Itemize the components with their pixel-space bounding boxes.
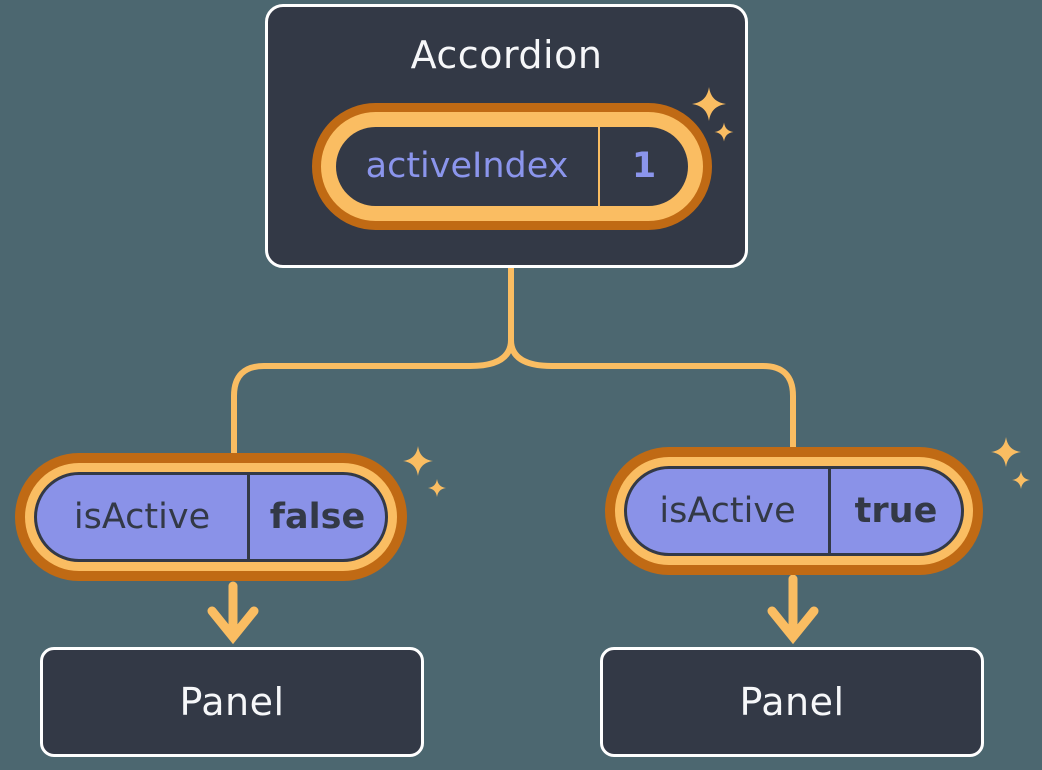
pill-divider — [247, 475, 250, 559]
sparkle-icon — [403, 446, 433, 476]
prop-name-label: isActive — [73, 496, 211, 537]
sparkle-icon — [428, 479, 446, 497]
connector-root-to-right — [508, 267, 796, 450]
prop-pill-core: isActive true — [624, 466, 964, 556]
panel-title: Panel — [739, 680, 845, 724]
prop-pill-right: isActive true — [605, 447, 983, 575]
pill-divider — [828, 469, 831, 553]
panel-box-right: Panel — [600, 647, 984, 757]
panel-box-left: Panel — [40, 647, 424, 757]
connector-root-to-left — [231, 267, 514, 456]
state-pill: activeIndex 1 — [312, 103, 712, 230]
state-name-label: activeIndex — [365, 146, 569, 186]
prop-name-label: isActive — [659, 490, 796, 531]
state-pill-core: activeIndex 1 — [336, 127, 688, 206]
arrow-down-icon — [767, 574, 819, 645]
prop-value-label: true — [854, 490, 938, 531]
prop-pill-core: isActive false — [34, 472, 388, 562]
accordion-component-box: Accordion activeIndex 1 — [265, 4, 748, 268]
prop-pill-left: isActive false — [15, 453, 407, 581]
accordion-title: Accordion — [410, 33, 603, 77]
panel-title: Panel — [179, 680, 285, 724]
prop-value-label: false — [269, 496, 366, 537]
sparkle-icon — [991, 437, 1021, 467]
sparkle-icon — [1012, 471, 1030, 489]
pill-divider — [598, 127, 600, 206]
state-value-label: 1 — [631, 146, 657, 186]
arrow-down-icon — [207, 581, 259, 645]
